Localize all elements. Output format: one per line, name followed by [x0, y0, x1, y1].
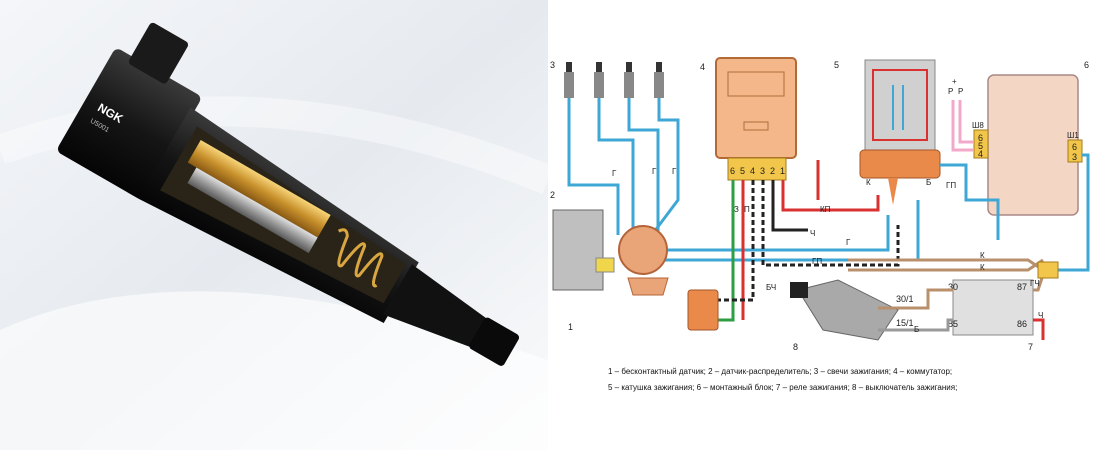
coil-boot-tip	[469, 317, 520, 366]
svg-text:ГП: ГП	[812, 257, 822, 266]
svg-text:ГП: ГП	[946, 181, 956, 190]
svg-text:6: 6	[1084, 60, 1089, 70]
svg-text:Г: Г	[652, 167, 657, 176]
svg-text:8: 8	[793, 342, 798, 352]
svg-text:Г: Г	[846, 238, 851, 247]
legend-line-1: 1 – бесконтактный датчик; 2 – датчик-рас…	[608, 367, 952, 376]
svg-text:3: 3	[1072, 152, 1077, 162]
svg-text:30: 30	[948, 282, 958, 292]
svg-text:4: 4	[978, 149, 983, 159]
primary-winding	[187, 139, 331, 238]
spark-plug	[594, 62, 604, 98]
secondary-winding	[187, 167, 318, 254]
svg-text:КП: КП	[820, 205, 831, 214]
ignition-wiring-diagram: 6 5 4 3 2 1 К Б	[548, 0, 1100, 450]
svg-text:БЧ: БЧ	[766, 283, 776, 292]
svg-text:Ч: Ч	[1038, 311, 1043, 320]
contact-spring	[337, 228, 384, 288]
wire-labels: Г Г Г Г З П БЧ КП Ч ГП ГП К К Б ГЧ Ч	[612, 167, 1043, 334]
svg-text:4: 4	[750, 166, 755, 176]
mounting-block	[973, 74, 1083, 216]
spark-plug	[654, 62, 664, 98]
svg-text:К: К	[980, 263, 985, 272]
svg-text:З: З	[734, 205, 739, 214]
svg-text:Р: Р	[948, 87, 953, 96]
distributor	[552, 209, 669, 296]
coil-boot	[382, 264, 490, 349]
callouts: 1 2 3 4 5 6 7 8	[550, 60, 1089, 352]
svg-text:Г: Г	[672, 167, 677, 176]
svg-text:ГЧ: ГЧ	[1030, 279, 1040, 288]
spark-plug	[564, 62, 574, 98]
svg-text:Г: Г	[612, 169, 617, 178]
coil-connector	[128, 22, 189, 84]
switch-wires	[878, 288, 953, 332]
background-swoosh	[0, 291, 548, 450]
svg-text:3: 3	[760, 166, 765, 176]
svg-text:+: +	[952, 77, 957, 86]
coil-terminal-k: К	[866, 178, 871, 187]
svg-text:5: 5	[740, 166, 745, 176]
ignition-coil	[859, 59, 941, 205]
legend-line-2: 5 – катушка зажигания; 6 – монтажный бло…	[608, 383, 957, 392]
svg-text:85: 85	[948, 319, 958, 329]
sensor-connector	[687, 289, 719, 331]
hall-sensor	[595, 257, 615, 273]
svg-text:5: 5	[978, 141, 983, 151]
commutator	[715, 57, 797, 181]
spark-plugs	[564, 62, 664, 98]
svg-text:3: 3	[550, 60, 555, 70]
wiring-svg: 6 5 4 3 2 1 К Б	[548, 0, 1100, 450]
svg-text:5: 5	[834, 60, 839, 70]
svg-text:15/1: 15/1	[896, 318, 914, 328]
spark-plug	[624, 62, 634, 98]
svg-text:6: 6	[730, 166, 735, 176]
ignition-switch	[790, 279, 899, 341]
svg-text:1: 1	[568, 322, 573, 332]
svg-text:Р: Р	[958, 87, 963, 96]
svg-text:7: 7	[1028, 342, 1033, 352]
svg-text:К: К	[980, 251, 985, 260]
svg-text:Ч: Ч	[810, 229, 815, 238]
svg-text:6: 6	[978, 133, 983, 143]
connector-sh1: Ш1	[1067, 131, 1079, 140]
ignition-coil-illustration: NGK U5001	[0, 0, 554, 450]
svg-text:87: 87	[1017, 282, 1027, 292]
svg-text:П: П	[744, 205, 750, 214]
svg-text:4: 4	[700, 62, 705, 72]
commutator-pins: 6 5 4 3 2 1	[730, 166, 785, 176]
power-wires	[940, 100, 1090, 272]
coil-cutaway-svg: NGK U5001	[0, 0, 554, 450]
svg-text:Б: Б	[914, 325, 919, 334]
ignition-relay	[952, 279, 1034, 336]
svg-text:1: 1	[780, 166, 785, 176]
svg-text:86: 86	[1017, 319, 1027, 329]
coil-assembly: NGK U5001	[58, 22, 520, 366]
svg-text:2: 2	[550, 190, 555, 200]
svg-text:2: 2	[770, 166, 775, 176]
svg-text:6: 6	[1072, 142, 1077, 152]
relay-connector	[1037, 261, 1059, 279]
svg-text:30/1: 30/1	[896, 294, 914, 304]
connector-sh8: Ш8	[972, 121, 984, 130]
coil-terminal-b: Б	[926, 178, 931, 187]
